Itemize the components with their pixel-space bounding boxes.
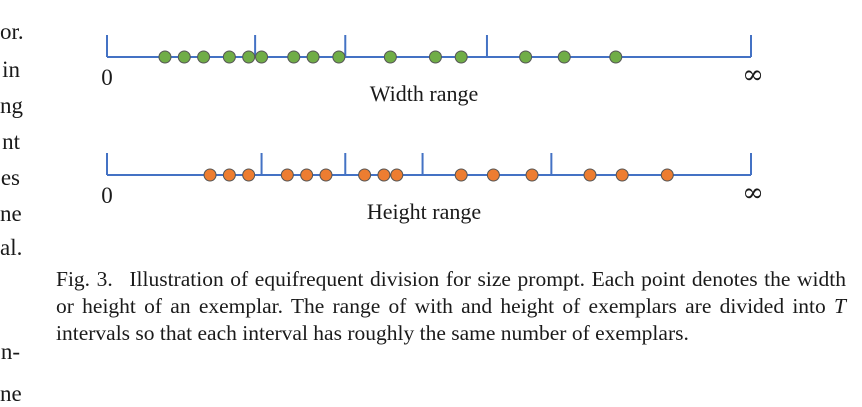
exemplar-point <box>660 168 674 182</box>
equifrequent-division-diagram: 0 ∞ Width range 0 ∞ Height range <box>101 35 764 224</box>
exemplar-point <box>242 168 256 182</box>
exemplar-point <box>454 50 468 64</box>
exemplar-point <box>428 50 442 64</box>
left-column-fragment: ne <box>0 381 22 406</box>
left-column-fragment: ng <box>0 93 23 118</box>
caption-text-end: intervals so that each interval has roug… <box>56 321 689 345</box>
exemplar-point <box>609 50 623 64</box>
axis-end-label: ∞ <box>742 178 764 208</box>
figure-caption: Fig. 3. Illustration of equifrequent div… <box>56 266 846 347</box>
exemplar-point <box>486 168 500 182</box>
exemplar-point <box>615 168 629 182</box>
figure-label: Fig. 3. <box>56 267 113 291</box>
axis-range-label: Height range <box>367 199 481 224</box>
exemplar-point <box>377 168 391 182</box>
exemplar-point <box>519 50 533 64</box>
exemplar-point <box>557 50 571 64</box>
axis-range-label: Width range <box>370 81 478 106</box>
exemplar-point <box>177 50 191 64</box>
exemplar-point <box>332 50 346 64</box>
exemplar-point <box>358 168 372 182</box>
exemplar-point <box>287 50 301 64</box>
exemplar-point <box>390 168 404 182</box>
caption-text: Illustration of equifrequent division fo… <box>56 267 847 318</box>
exemplar-point <box>525 168 539 182</box>
exemplar-point <box>383 50 397 64</box>
left-column-fragment: al. <box>0 235 23 260</box>
left-column-fragment: nt <box>2 129 20 154</box>
exemplar-point <box>242 50 256 64</box>
exemplar-point <box>300 168 314 182</box>
left-column-fragment: or. <box>0 19 24 44</box>
exemplar-point <box>319 168 333 182</box>
exemplar-point <box>255 50 269 64</box>
exemplar-point <box>222 50 236 64</box>
left-column-fragment: n- <box>0 339 20 364</box>
left-column-fragment: in <box>2 57 20 82</box>
axis-start-label: 0 <box>101 183 113 208</box>
exemplar-point <box>454 168 468 182</box>
caption-symbol: T <box>834 294 847 318</box>
exemplar-point <box>280 168 294 182</box>
left-column-fragment: ne <box>0 201 22 226</box>
exemplar-point <box>158 50 172 64</box>
exemplar-point <box>197 50 211 64</box>
exemplar-point <box>306 50 320 64</box>
axis-start-label: 0 <box>101 65 113 90</box>
left-column-fragment: es <box>0 165 20 190</box>
exemplar-point <box>222 168 236 182</box>
exemplar-point <box>203 168 217 182</box>
axis-end-label: ∞ <box>742 60 764 90</box>
exemplar-point <box>583 168 597 182</box>
